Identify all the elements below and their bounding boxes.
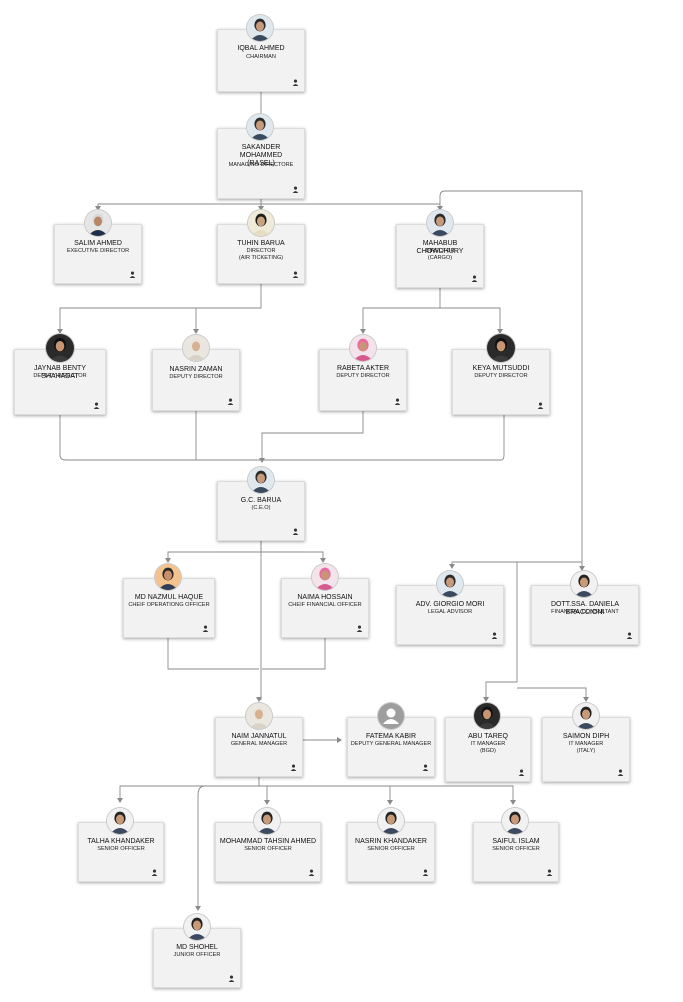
card-name: MD SHOHEL xyxy=(176,944,218,951)
card-name: TUHIN BARUA xyxy=(237,240,285,247)
org-card-naim-jannatul[interactable]: NAIM JANNATUL GENERAL MANAGER xyxy=(215,717,303,777)
person-icon[interactable] xyxy=(356,625,363,632)
card-name: FATEMA KABIR xyxy=(365,733,417,740)
person-icon[interactable] xyxy=(491,632,498,639)
card-name: SAIMON DIPH xyxy=(562,733,610,740)
avatar-nasrin-zaman xyxy=(183,335,209,361)
avatar-keya-mutsuddi xyxy=(487,334,515,362)
avatar-saimon-diph xyxy=(573,703,599,729)
card-name: MOHAMMAD TAHSIN AHMED xyxy=(219,838,317,845)
card-role: DIRECTOR (CARGO) xyxy=(425,248,455,261)
avatar-naima-hossain xyxy=(312,564,338,590)
card-role: FINANCIAL CONSULTANT xyxy=(551,609,619,615)
avatar-saiful-islam xyxy=(502,808,528,834)
card-name: KEYA MUTSUDDI xyxy=(472,365,530,372)
card-role: DEPUTY DIRECTOR xyxy=(474,373,528,379)
card-name: NASRIN KHANDAKER xyxy=(355,838,427,845)
avatar-sakander-mohammed xyxy=(247,114,273,140)
person-icon[interactable] xyxy=(422,869,429,876)
card-role: EXECUTIVE DIRECTOR xyxy=(66,248,130,254)
card-name: ADV. GIORGIO MORI xyxy=(415,601,485,608)
person-icon[interactable] xyxy=(292,528,299,535)
card-role: (C.E.O) xyxy=(251,505,271,511)
org-card-mahabub-chowdhury[interactable]: MAHABUB CHOWDHURY DIRECTOR (CARGO) xyxy=(396,224,484,288)
person-icon[interactable] xyxy=(228,975,235,982)
person-icon[interactable] xyxy=(617,769,624,776)
card-role: SENIOR OFFICER xyxy=(97,846,145,852)
card-role: CHEIF FINANCIAL OFFICER xyxy=(288,602,362,608)
person-icon[interactable] xyxy=(471,275,478,282)
card-role: DEPUTY DIRECTOR xyxy=(33,373,87,379)
person-icon[interactable] xyxy=(290,764,297,771)
avatar-md-nazmul-haque xyxy=(155,564,181,590)
card-name: SALIM AHMED xyxy=(74,240,122,247)
person-icon[interactable] xyxy=(422,764,429,771)
card-name: SAKANDER MOHAMMED (RASEL) xyxy=(239,144,283,167)
person-icon[interactable] xyxy=(292,79,299,86)
person-icon[interactable] xyxy=(308,869,315,876)
card-name: NAIMA HOSSAIN xyxy=(297,594,353,601)
person-icon[interactable] xyxy=(129,271,136,278)
org-card-rabeta-akter[interactable]: RABETA AKTER DEPUTY DIRECTOR xyxy=(319,349,407,411)
avatar-nasrin-khandaker xyxy=(378,808,404,834)
person-icon[interactable] xyxy=(93,402,100,409)
card-name: ABU TAREQ xyxy=(468,733,508,740)
person-icon[interactable] xyxy=(202,625,209,632)
card-name: NAIM JANNATUL xyxy=(231,733,287,740)
card-name: DOTT.SSA. DANIELA BRACCIONI xyxy=(550,601,620,616)
person-icon[interactable] xyxy=(292,271,299,278)
card-name: IQBAL AHMED xyxy=(237,45,285,52)
card-name: MAHABUB CHOWDHURY xyxy=(416,240,464,255)
card-role: DEPUTY DIRECTOR xyxy=(336,373,390,379)
avatar-rabeta-akter xyxy=(350,335,376,361)
card-name: RABETA AKTER xyxy=(337,365,389,372)
person-icon[interactable] xyxy=(537,402,544,409)
card-role: CHAIRMAN xyxy=(246,54,276,60)
person-icon[interactable] xyxy=(518,769,525,776)
card-role: LEGAL ADVISOR xyxy=(427,609,473,615)
avatar-tuhin-barua xyxy=(248,210,274,236)
person-icon[interactable] xyxy=(626,632,633,639)
avatar-salim-ahmed xyxy=(85,210,111,236)
card-role: DIRECTOR (AIR TICKETING) xyxy=(238,248,284,261)
card-name: MD NAZMUL HAQUE xyxy=(134,594,204,601)
card-role: IT MANAGER (ITALY) xyxy=(568,741,604,754)
card-role: CHEIF OPERATIONG OFFICER xyxy=(128,602,210,608)
card-role: DEPUTY GENERAL MANAGER xyxy=(350,741,432,747)
card-name: SAIFUL ISLAM xyxy=(492,838,540,845)
org-card-nasrin-khandaker[interactable]: NASRIN KHANDAKER SENIOR OFFICER xyxy=(347,822,435,882)
avatar-mohammad-tahsin-ahmed xyxy=(254,808,280,834)
person-icon[interactable] xyxy=(227,398,234,405)
card-role: SENIOR OFFICER xyxy=(367,846,415,852)
avatar-talha-khandaker xyxy=(107,808,133,834)
person-icon[interactable] xyxy=(546,869,553,876)
card-role: SENIOR OFFICER xyxy=(492,846,540,852)
card-name: JAYNAB BENTY SHAHADAT xyxy=(34,365,86,380)
card-role: MANAGING DIRECTORE xyxy=(228,162,294,168)
avatar-fatema-kabir xyxy=(378,703,404,729)
avatar-naim-jannatul xyxy=(246,703,272,729)
avatar-jaynab-benty-shahadat xyxy=(46,334,74,362)
avatar-iqbal-ahmed xyxy=(247,15,273,41)
avatar-giorgio-mori xyxy=(437,571,463,597)
person-icon[interactable] xyxy=(151,869,158,876)
card-role: DEPUTY DIRECTOR xyxy=(169,374,223,380)
org-card-daniela-braccioni[interactable]: DOTT.SSA. DANIELA BRACCIONI FINANCIAL CO… xyxy=(531,585,639,645)
avatar-md-shohel xyxy=(184,914,210,940)
avatar-mahabub-chowdhury xyxy=(427,210,453,236)
card-name: TALHA KHANDAKER xyxy=(87,838,155,845)
person-icon[interactable] xyxy=(292,186,299,193)
org-card-giorgio-mori[interactable]: ADV. GIORGIO MORI LEGAL ADVISOR xyxy=(396,585,504,645)
card-role: IT MANAGER (BGD) xyxy=(470,741,506,754)
card-role: GENERAL MANAGER xyxy=(230,741,288,747)
card-name: NASRIN ZAMAN xyxy=(169,366,223,373)
avatar-daniela-braccioni xyxy=(571,571,597,597)
avatar-abu-tareq xyxy=(474,703,500,729)
card-role: SENIOR OFFICER xyxy=(244,846,292,852)
card-role: JUNIOR OFFICER xyxy=(173,952,221,958)
card-name: G.C. BARUA xyxy=(240,497,282,504)
person-icon[interactable] xyxy=(394,398,401,405)
avatar-gc-barua xyxy=(248,467,274,493)
